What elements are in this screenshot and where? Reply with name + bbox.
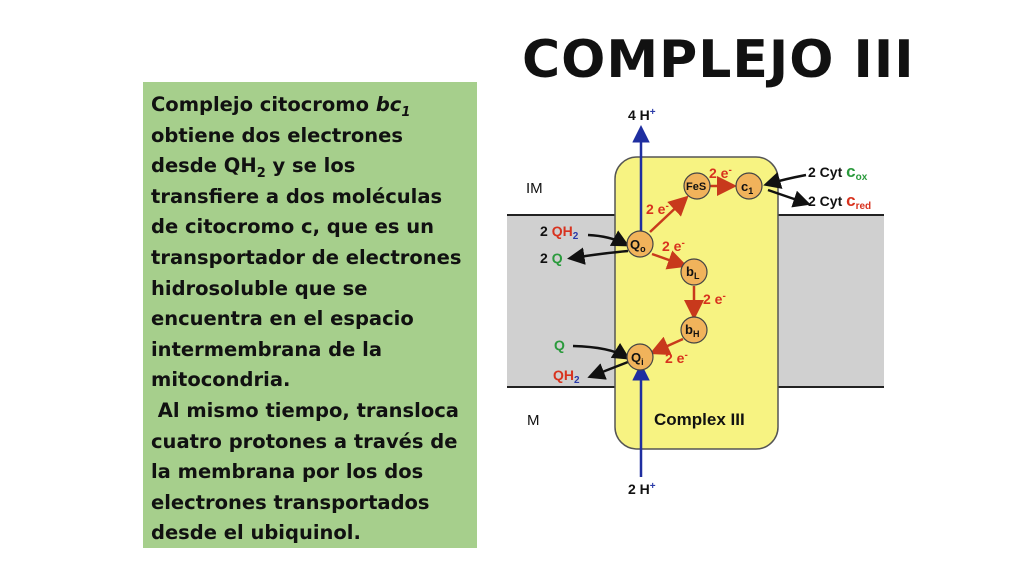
arrow-c1-to-cyt-red xyxy=(767,188,811,208)
arrow-qi-to-qh2 xyxy=(587,360,629,380)
im-label: IM xyxy=(526,180,543,197)
qh2-in-label: 2 QH2 xyxy=(540,223,579,242)
qh2-out-label: QH2 xyxy=(553,367,580,386)
arrow-cyt-ox-to-c1 xyxy=(763,172,807,189)
svg-text:FeS: FeS xyxy=(686,181,706,193)
svg-text:bL: bL xyxy=(686,264,700,281)
svg-text:Qo: Qo xyxy=(630,237,646,254)
complex-label: Complex III xyxy=(654,410,745,429)
svg-text:bH: bH xyxy=(685,322,699,339)
electron-label-5: 2 e- xyxy=(665,350,688,366)
electron-arrow-bh-qi xyxy=(649,336,684,355)
electron-arrow-qo-fes xyxy=(649,195,689,233)
node-qo: Qo xyxy=(626,230,654,258)
protons-bottom-label: 2 H+ xyxy=(628,481,656,497)
node-qi: Qi xyxy=(626,343,654,371)
m-label: M xyxy=(527,412,540,429)
electron-label-4: 2 e- xyxy=(703,291,726,307)
q-out-label: 2 Q xyxy=(540,250,563,266)
complex-iii-box xyxy=(614,156,779,450)
electron-label-1: 2 e- xyxy=(646,201,669,217)
svg-text:Qi: Qi xyxy=(631,350,644,367)
node-fes: FeS xyxy=(683,172,711,200)
node-c1: c1 xyxy=(735,172,763,200)
arrow-qo-to-q xyxy=(567,247,629,265)
electron-label-3: 2 e- xyxy=(662,238,685,254)
node-bl: bL xyxy=(680,258,708,286)
description-paragraph-1: Complejo citocromo bc1 obtiene dos elect… xyxy=(151,93,462,392)
svg-text:c1: c1 xyxy=(741,179,753,196)
electron-label-2: 2 e- xyxy=(709,165,732,181)
arrow-qh2-to-qo xyxy=(587,230,630,247)
q-in-label: Q xyxy=(554,337,565,353)
cyt-ox-label: 2 Cyt cox xyxy=(808,162,868,183)
description-textbox: Complejo citocromo bc1 obtiene dos elect… xyxy=(143,82,477,548)
cyt-red-label: 2 Cyt cred xyxy=(808,191,871,212)
description-paragraph-2: Al mismo tiempo, transloca cuatro proton… xyxy=(151,398,466,545)
protons-top-label: 4 H+ xyxy=(628,107,656,123)
electron-arrow-qo-bl xyxy=(651,250,688,270)
slide-title: COMPLEJO III xyxy=(522,30,915,90)
arrow-q-to-qi xyxy=(572,342,631,360)
node-bh: bH xyxy=(680,316,708,344)
